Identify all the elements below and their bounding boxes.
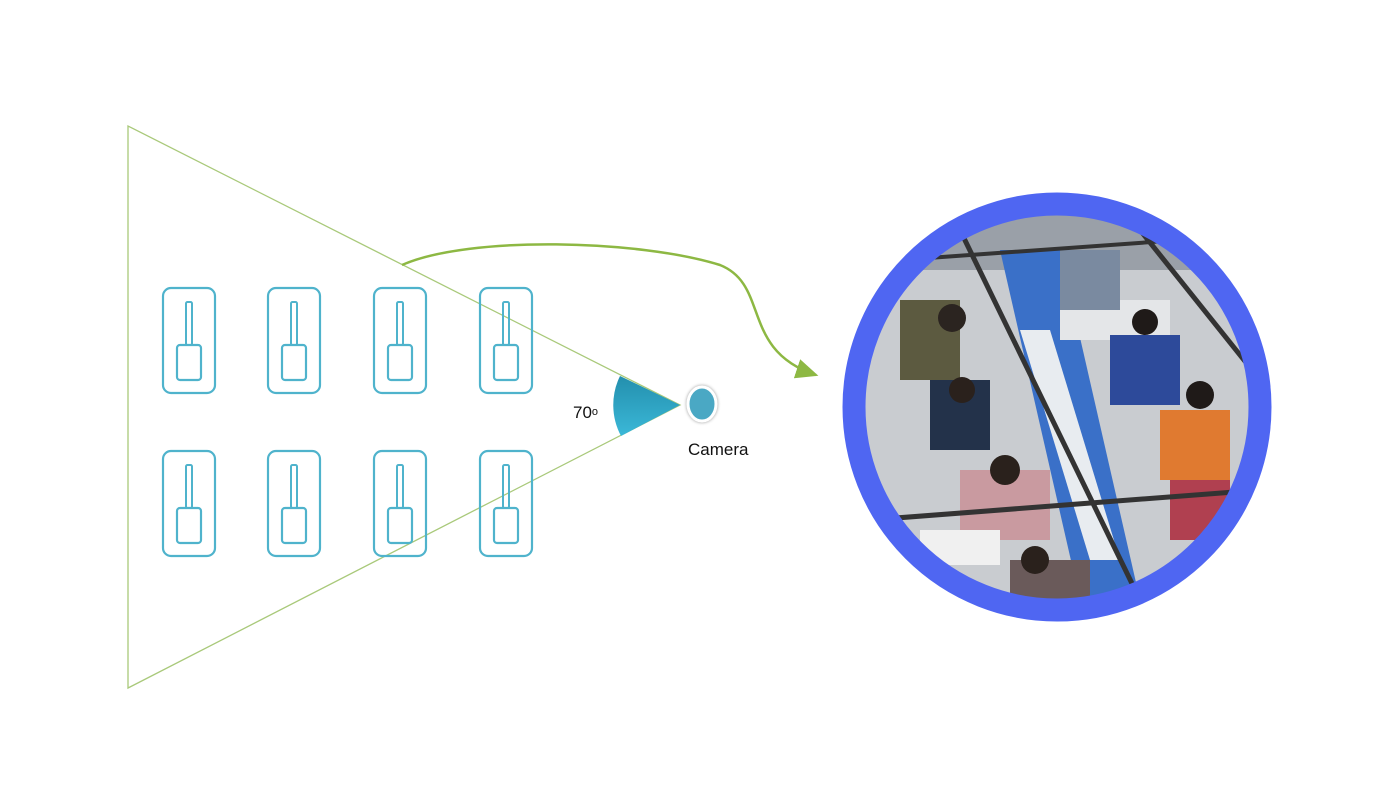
angle-label: 70o bbox=[573, 403, 598, 422]
sewing-machine-icon bbox=[372, 449, 428, 558]
sewing-machine-icon bbox=[161, 449, 217, 558]
sewing-machine-icon bbox=[266, 449, 322, 558]
angle-sector bbox=[613, 376, 680, 436]
sewing-machine-icon bbox=[372, 286, 428, 395]
arrow-connector bbox=[401, 243, 819, 379]
sewing-machine-icon bbox=[266, 286, 322, 395]
camera-icon bbox=[686, 385, 718, 423]
machine-grid bbox=[161, 286, 534, 558]
sewing-machine-icon bbox=[478, 449, 534, 558]
camera-label: Camera bbox=[688, 440, 749, 459]
sewing-machine-icon bbox=[161, 286, 217, 395]
field-of-view-triangle bbox=[127, 124, 682, 690]
photo-ring bbox=[842, 192, 1272, 622]
sewing-machine-icon bbox=[478, 286, 534, 395]
